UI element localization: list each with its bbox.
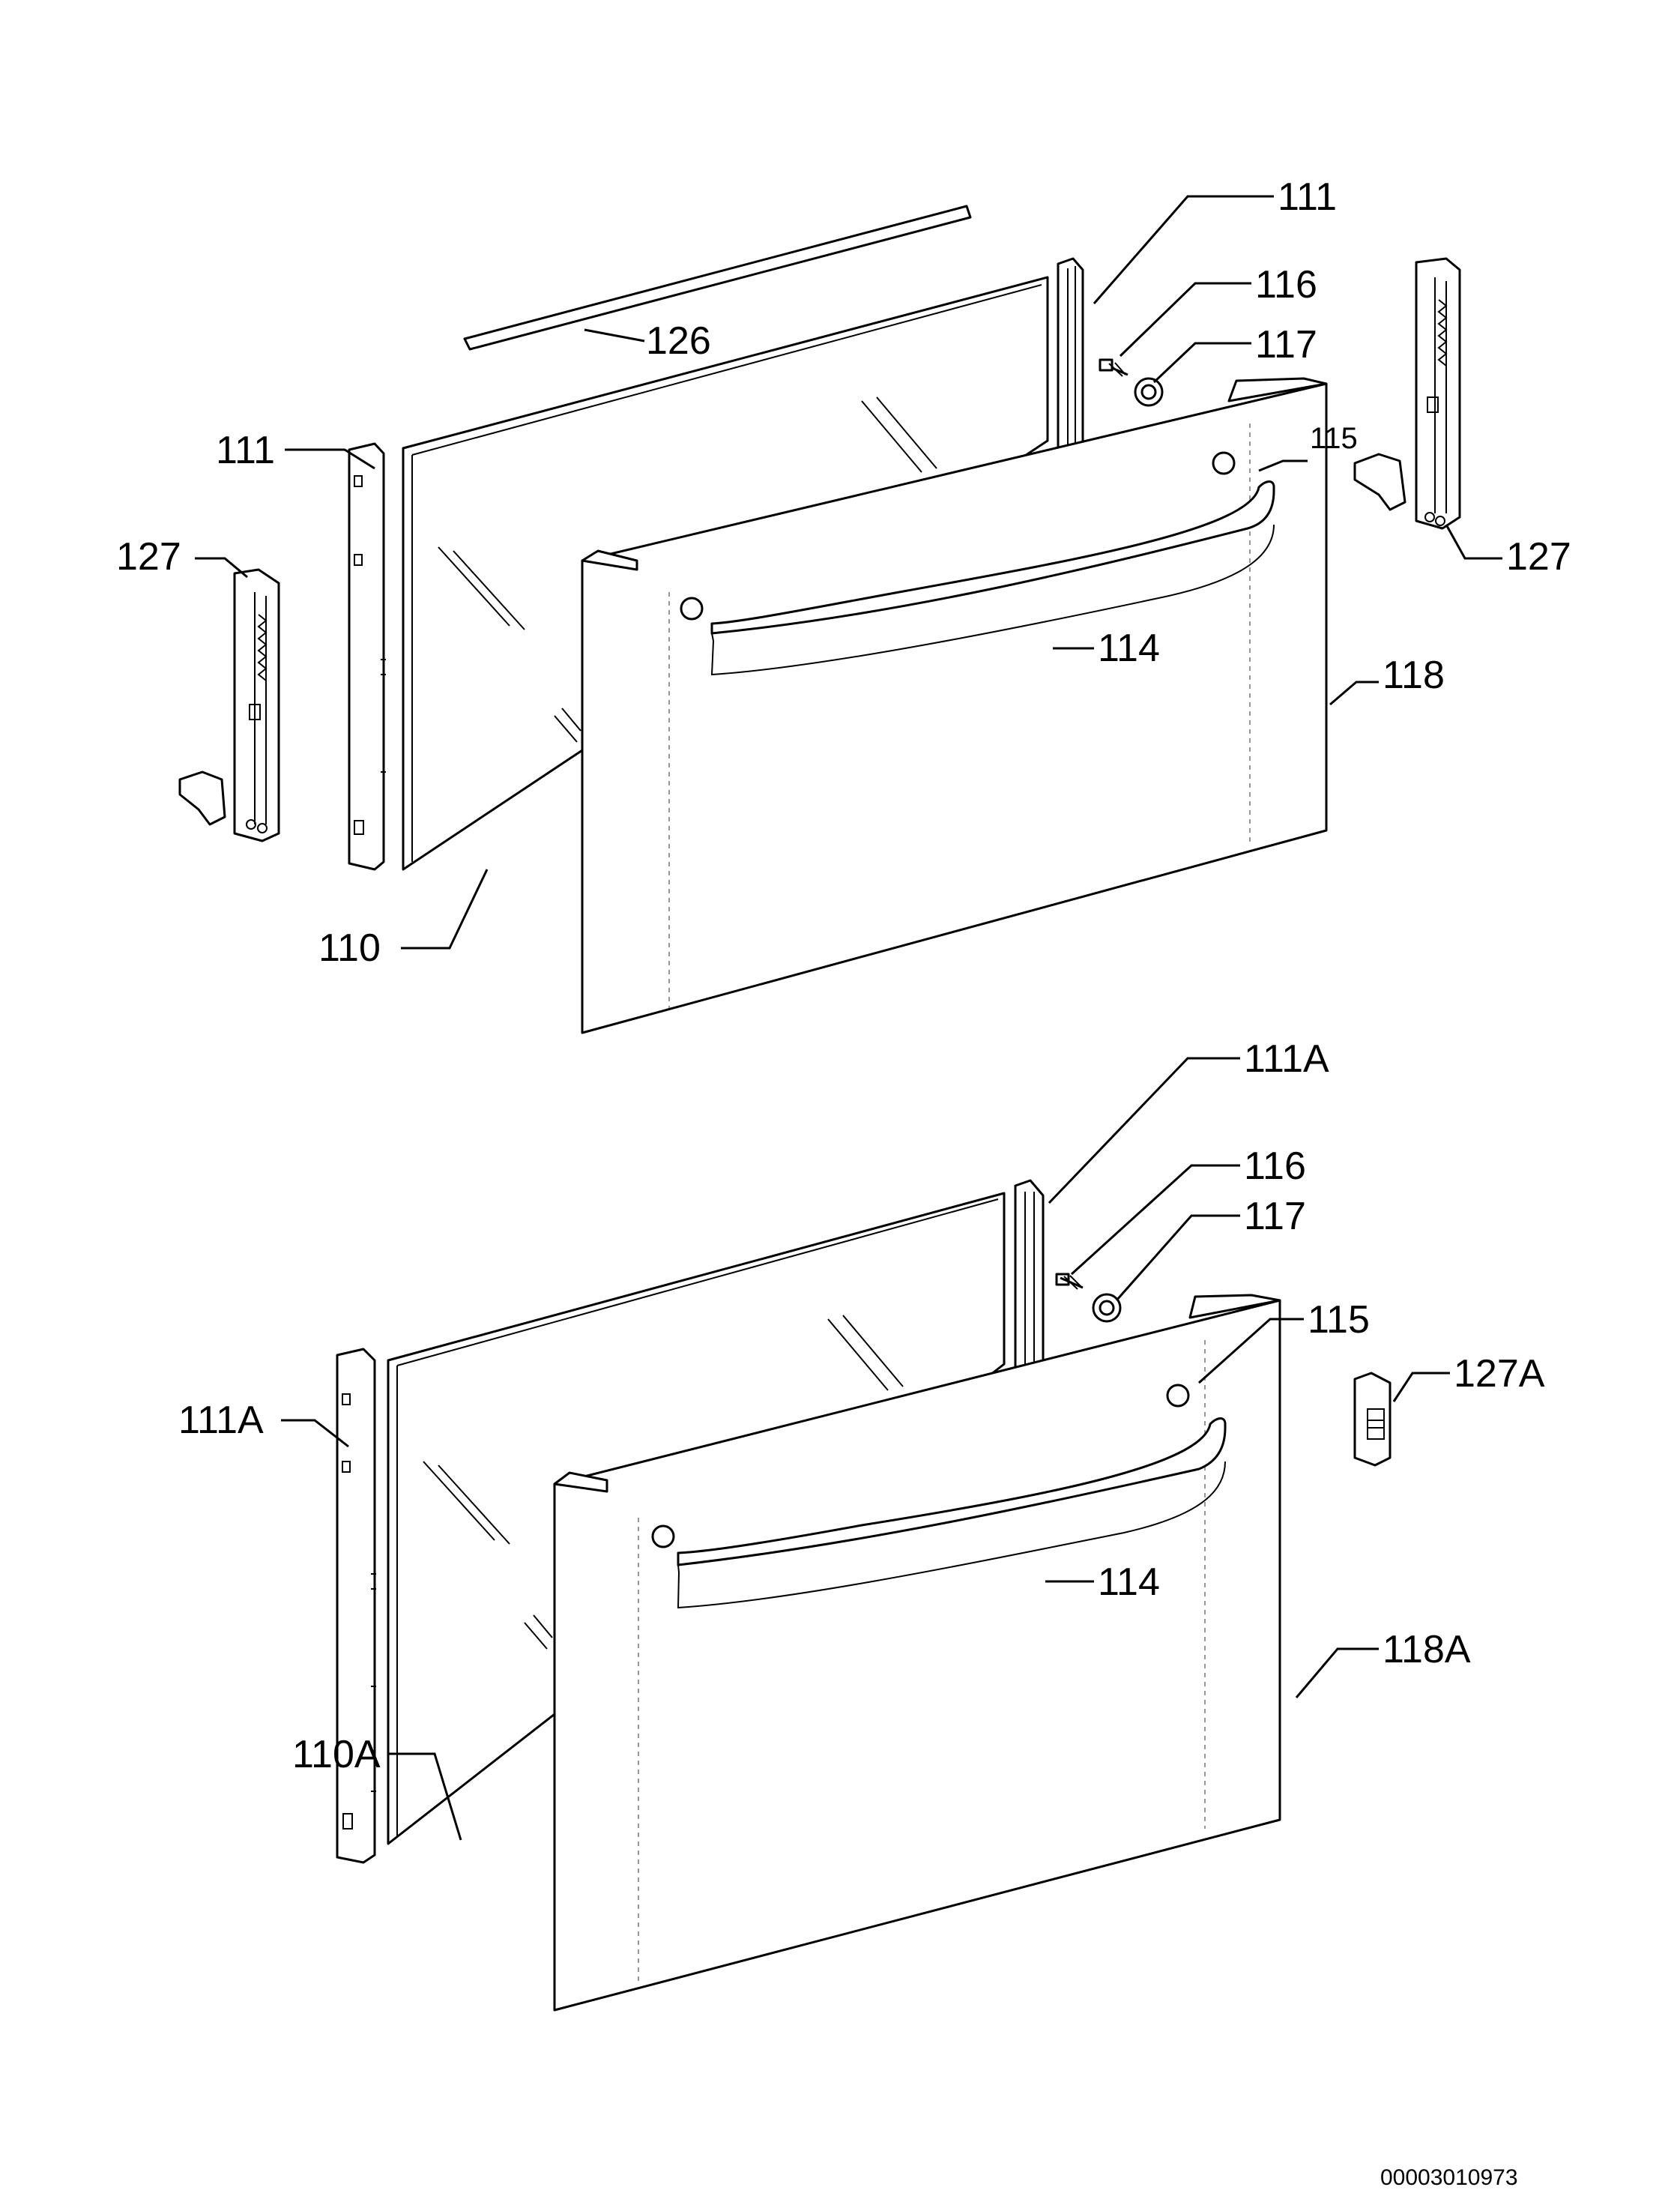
label-127: 127 [116,535,181,579]
part-114-handle [677,1417,1227,1609]
lower-leader-lines [281,1057,1450,1841]
lower-part-labels: 111A 116 117 115 127A 111A 114 118A 110A [178,1037,1545,1776]
label-110A: 110A [292,1733,381,1776]
label-118: 118 [1383,654,1445,697]
label-116: 116 [1244,1144,1306,1188]
label-111: 111 [216,429,275,472]
label-116: 116 [1255,263,1317,307]
upper-part-labels: 111 116 117 126 111 115 127 127 114 118 … [116,175,1571,970]
part-126-seal-strip [463,205,972,351]
part-127-right-hinge [1353,257,1461,530]
label-115: 115 [1310,422,1358,455]
lower-door-assembly: 111A 116 117 115 127A 111A 114 118A 110A [178,1037,1545,2012]
label-117: 117 [1255,323,1317,367]
part-116-screw [1099,358,1128,377]
part-118-outer-door [581,377,1328,1034]
part-127-left-hinge [178,568,280,842]
part-117-cap [1134,377,1164,407]
label-111A: 111A [1244,1037,1329,1081]
part-118A-outer-door [553,1294,1281,2012]
part-111A-left-profile [336,1348,376,1864]
part-111A-right-profile [1014,1179,1045,1381]
label-111: 111 [1278,175,1337,219]
label-126: 126 [646,319,711,363]
label-115: 115 [1308,1298,1370,1342]
part-127A-catch [1353,1372,1392,1467]
part-114-handle [710,480,1275,676]
label-114: 114 [1098,627,1160,670]
upper-leader-lines [195,195,1502,950]
part-111-right-profile [1057,257,1084,451]
drawing-code: 00003010973 [1380,2165,1518,2190]
label-117: 117 [1244,1195,1306,1238]
label-118A: 118A [1383,1628,1471,1671]
label-127: 127 [1506,535,1571,579]
part-117-cap [1092,1293,1122,1323]
part-116-screw [1055,1273,1084,1290]
label-127A: 127A [1454,1352,1545,1396]
part-111-left-profile [348,442,386,871]
label-110: 110 [318,926,381,970]
label-114: 114 [1098,1560,1160,1604]
label-111A: 111A [178,1399,264,1442]
upper-door-assembly: 111 116 117 126 111 115 127 127 114 118 … [116,175,1571,1034]
